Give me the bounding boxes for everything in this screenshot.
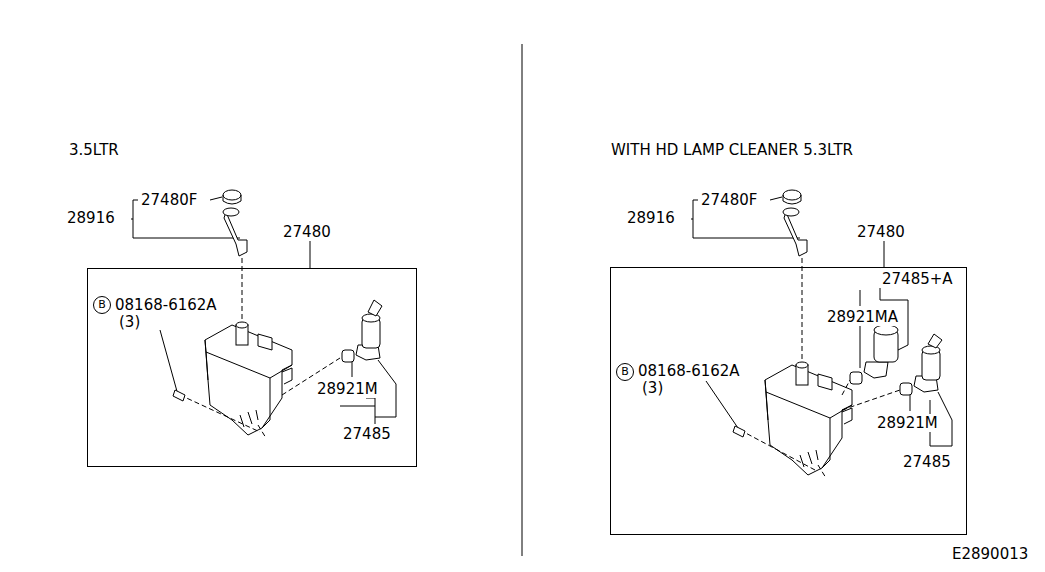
callout-number: 27480 [282, 223, 332, 241]
part-label: (3) [641, 379, 664, 397]
part-label: 28916 [626, 209, 676, 227]
part-label: 27480F [140, 191, 198, 209]
part-label: 27485 [902, 453, 952, 471]
part-label: 3.5LTR [68, 141, 120, 159]
part-label: 27480F [700, 191, 758, 209]
part-label: (3) [118, 313, 141, 331]
part-label: 28921MA [826, 308, 899, 326]
part-label: 08168-6162A [637, 362, 741, 380]
callout-number: 27480 [856, 223, 906, 241]
part-label: 27485+A [881, 270, 954, 288]
circle-symbol: B [616, 363, 634, 381]
symbol-letter: B [621, 365, 629, 378]
assembly-frame: 27480B [610, 267, 967, 535]
part-label: 27485 [342, 425, 392, 443]
circle-symbol: B [93, 296, 111, 314]
part-label: 08168-6162A [114, 296, 218, 314]
part-label: E2890013 [951, 545, 1029, 563]
part-label: 28921M [876, 414, 939, 432]
symbol-letter: B [98, 298, 106, 311]
part-label: 28916 [66, 209, 116, 227]
part-label: 28921M [316, 380, 379, 398]
part-label: WITH HD LAMP CLEANER 5.3LTR [610, 141, 854, 159]
